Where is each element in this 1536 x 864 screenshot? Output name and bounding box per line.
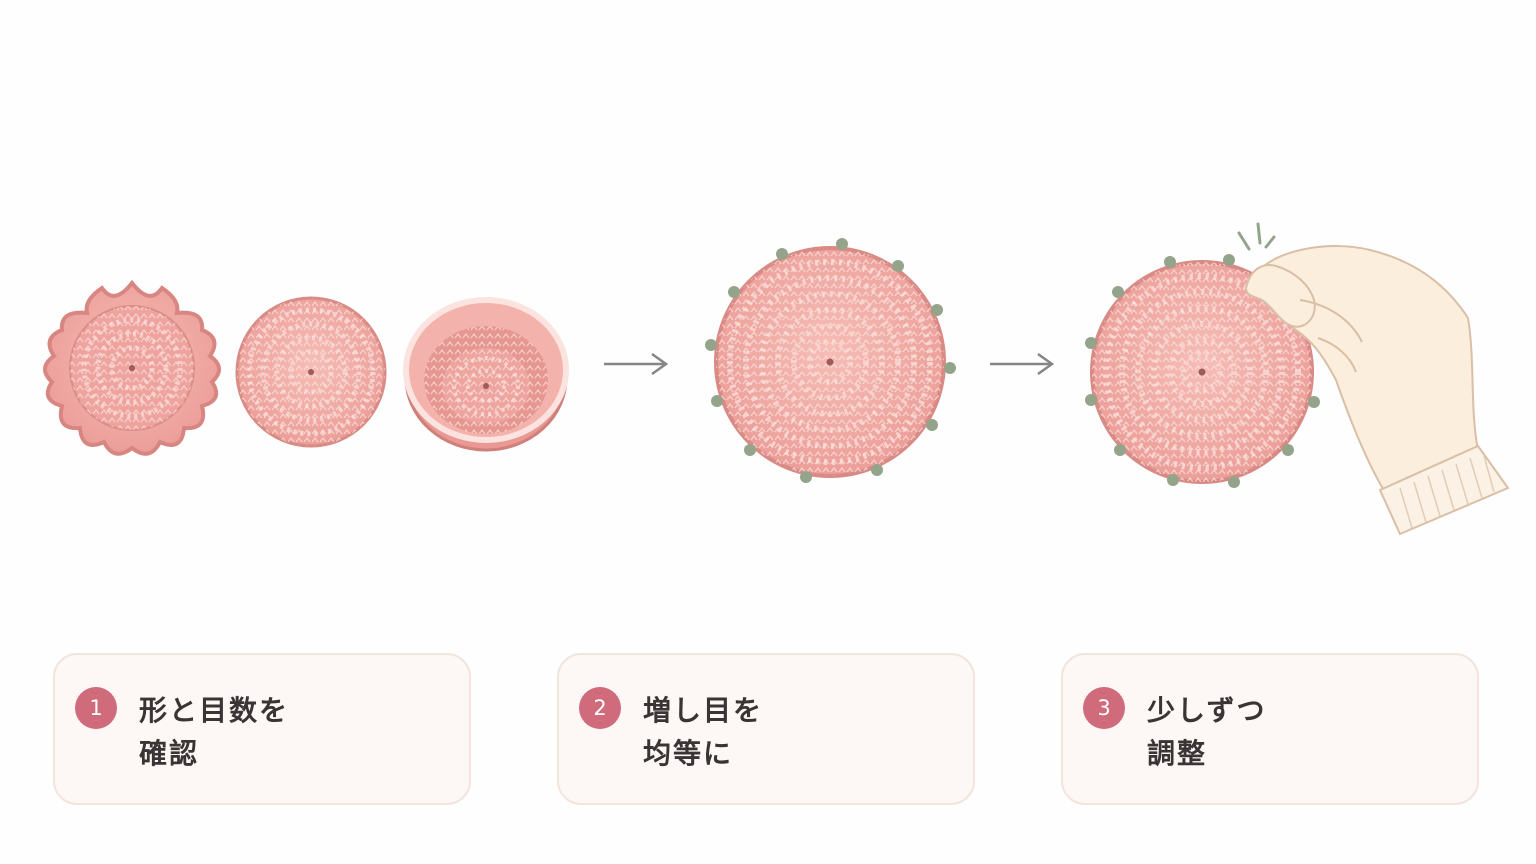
- illustration-scene: [43, 222, 1510, 536]
- step-label-line1: 形と目数を: [139, 694, 290, 727]
- step-label-line2: 確認: [139, 737, 200, 770]
- marked-crochet-circle: [705, 238, 956, 483]
- step-number-badge: 3: [1083, 687, 1125, 729]
- ruffled-crochet-circle: [43, 279, 221, 456]
- arrow-right-icon: [604, 352, 669, 376]
- step-label-line1: 増し目を: [643, 694, 764, 727]
- step-card-2: 2 増し目を 均等に: [557, 653, 975, 805]
- step-label: 少しずつ 調整: [1147, 689, 1266, 775]
- step-label: 形と目数を 確認: [139, 689, 289, 775]
- arrow-right-icon: [990, 352, 1055, 376]
- flat-crochet-circle: [235, 296, 387, 448]
- step-number-badge: 1: [75, 687, 117, 729]
- step-card-3: 3 少しずつ 調整: [1061, 653, 1479, 805]
- cupped-crochet-bowl: [403, 297, 569, 452]
- step-label-line2: 調整: [1147, 737, 1208, 770]
- stitch-markers: [705, 238, 956, 483]
- stitch-markers: [1085, 254, 1320, 488]
- hand-illustration: [1244, 245, 1510, 536]
- sparkle-lines: [1237, 222, 1276, 251]
- step-label-line2: 均等に: [643, 737, 734, 770]
- step-card-1: 1 形と目数を 確認: [53, 653, 471, 805]
- step-label: 増し目を 均等に: [643, 689, 763, 775]
- adjusted-crochet-circle: [1085, 222, 1320, 488]
- step-label-line1: 少しずつ: [1147, 694, 1267, 727]
- step-number-badge: 2: [579, 687, 621, 729]
